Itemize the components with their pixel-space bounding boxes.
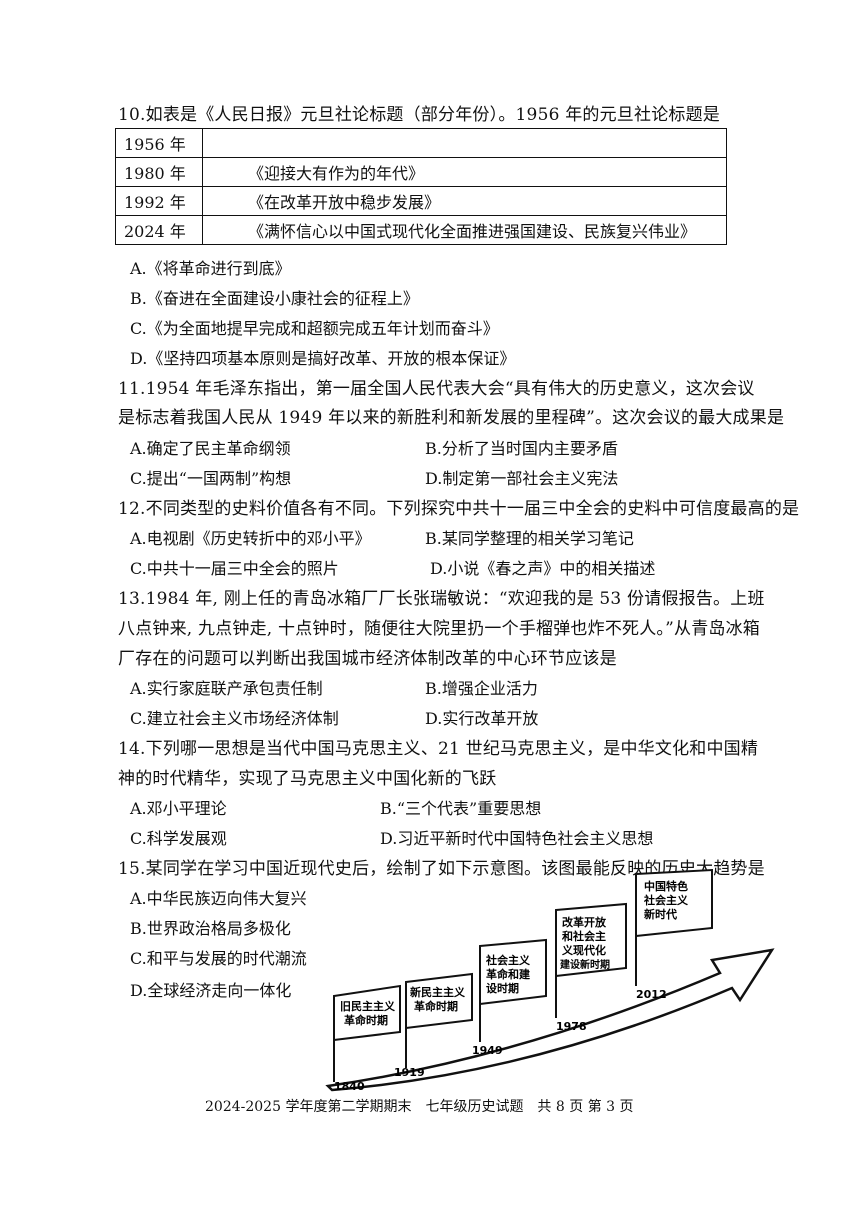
table-title-cell: 《迎接大有作为的年代》 (202, 157, 727, 187)
q11-stem-line2: 是标志着我国人民从 1949 年以来的新胜利和新发展的里程碑”。这次会议的最大成… (118, 408, 785, 428)
q12-option-d: D.小说《春之声》中的相关描述 (430, 559, 656, 578)
stage-label: 改革开放 (562, 915, 607, 929)
q10-stem: 10.如表是《人民日报》元旦社论标题（部分年份）。1956 年的元旦社论标题是 (118, 105, 721, 125)
year-label: 1978 (556, 1020, 587, 1033)
table-year-cell: 1992 年 (115, 186, 203, 216)
q14-stem-line1: 14.下列哪一思想是当代中国马克思主义、21 世纪马克思主义，是中华文化和中国精 (118, 739, 759, 759)
q12-stem: 12.不同类型的史料价值各有不同。下列探究中共十一届三中全会的史料中可信度最高的… (118, 499, 800, 519)
history-timeline-diagram: 旧民主主义 革命时期 1840 新民主主义 革命时期 1919 社会主义 革命和… (325, 868, 775, 1093)
stage-label: 革命时期 (344, 1013, 388, 1027)
stage-label: 旧民主主义 (340, 999, 396, 1013)
q13-option-a: A.实行家庭联产承包责任制 (130, 679, 323, 698)
stage-label: 中国特色 (644, 879, 688, 893)
q10-option-c: C.《为全面地提早完成和超额完成五年计划而奋斗》 (130, 319, 499, 338)
q10-table: 1956 年 1980 年 《迎接大有作为的年代》 1992 年 《在改革开放中… (115, 128, 727, 245)
stage-flag-5: 中国特色 社会主义 新时代 (635, 868, 713, 986)
stage-flag-4: 改革开放 和社会主 义现代化 建设新时期 (555, 902, 627, 1018)
stage-label: 革命和建 (486, 967, 531, 981)
table-row: 1956 年 (115, 128, 727, 158)
q14-option-b: B.“三个代表”重要思想 (380, 799, 542, 818)
stage-flag-2: 新民主主义 革命时期 (405, 972, 473, 1068)
page-footer: 2024-2025 学年度第二学期期末 七年级历史试题 共 8 页 第 3 页 (205, 1099, 634, 1115)
stage-label: 革命时期 (414, 999, 458, 1013)
table-title-cell: 《满怀信心以中国式现代化全面推进强国建设、民族复兴伟业》 (202, 215, 727, 245)
stage-label: 社会主义 (643, 893, 689, 907)
stage-label: 新民主主义 (410, 985, 466, 999)
trend-arrow (325, 948, 775, 1092)
q11-option-d: D.制定第一部社会主义宪法 (425, 469, 619, 488)
q15-option-a: A.中华民族迈向伟大复兴 (130, 889, 307, 908)
q11-stem-line1: 11.1954 年毛泽东指出，第一届全国人民代表大会“具有伟大的历史意义，这次会… (118, 379, 755, 399)
stage-flag-1: 旧民主主义 革命时期 (333, 984, 401, 1082)
q13-option-d: D.实行改革开放 (425, 709, 539, 728)
stage-label: 设时期 (486, 981, 519, 995)
stage-label: 新时代 (644, 907, 677, 921)
year-label: 1919 (394, 1066, 425, 1079)
table-row: 2024 年 《满怀信心以中国式现代化全面推进强国建设、民族复兴伟业》 (115, 215, 727, 245)
year-label: 1840 (334, 1080, 365, 1093)
q13-stem-line1: 13.1984 年, 刚上任的青岛冰箱厂厂长张瑞敏说：“欢迎我的是 53 份请假… (118, 589, 765, 609)
q14-option-c: C.科学发展观 (130, 829, 227, 848)
stage-label: 义现代化 (562, 943, 606, 957)
stage-label: 和社会主 (562, 929, 606, 943)
q12-option-b: B.某同学整理的相关学习笔记 (425, 529, 634, 548)
q13-stem-line2: 八点钟来, 九点钟走, 十点钟时，随便往大院里扔一个手榴弹也炸不死人。”从青岛冰… (118, 619, 761, 639)
q15-option-c: C.和平与发展的时代潮流 (130, 949, 307, 968)
q13-option-b: B.增强企业活力 (425, 679, 538, 698)
q15-stem: 15.某同学在学习中国近现代史后，绘制了如下示意图。该图最能反映的历史大趋势是 (118, 859, 765, 879)
table-row: 1980 年 《迎接大有作为的年代》 (115, 157, 727, 187)
q14-option-d: D.习近平新时代中国特色社会主义思想 (380, 829, 654, 848)
stage-flag-3: 社会主义 革命和建 设时期 (479, 938, 547, 1042)
year-label: 1949 (472, 1044, 503, 1057)
stage-label: 建设新时期 (559, 958, 610, 971)
table-year-cell: 2024 年 (115, 215, 203, 245)
q12-option-a: A.电视剧《历史转折中的邓小平》 (130, 529, 371, 548)
table-year-cell: 1980 年 (115, 157, 203, 187)
q14-stem-line2: 神的时代精华，实现了马克思主义中国化新的飞跃 (118, 769, 497, 789)
q15-option-b: B.世界政治格局多极化 (130, 919, 291, 938)
q10-option-a: A.《将革命进行到底》 (130, 259, 291, 278)
table-title-cell: 《在改革开放中稳步发展》 (202, 186, 727, 216)
table-title-cell (202, 128, 727, 158)
q11-option-c: C.提出“一国两制”构想 (130, 469, 292, 488)
q10-option-b: B.《奋进在全面建设小康社会的征程上》 (130, 289, 419, 308)
q11-option-b: B.分析了当时国内主要矛盾 (425, 439, 618, 458)
table-row: 1992 年 《在改革开放中稳步发展》 (115, 186, 727, 216)
q15-option-d: D.全球经济走向一体化 (130, 981, 292, 1000)
q11-option-a: A.确定了民主革命纲领 (130, 439, 291, 458)
year-label: 2012 (636, 988, 667, 1001)
q14-option-a: A.邓小平理论 (130, 799, 227, 818)
stage-label: 社会主义 (485, 953, 531, 967)
q13-stem-line3: 厂存在的问题可以判断出我国城市经济体制改革的中心环节应该是 (118, 649, 617, 669)
q10-option-d: D.《坚持四项基本原则是搞好改革、开放的根本保证》 (130, 349, 516, 368)
q12-option-c: C.中共十一届三中全会的照片 (130, 559, 339, 578)
q13-option-c: C.建立社会主义市场经济体制 (130, 709, 339, 728)
table-year-cell: 1956 年 (115, 128, 203, 158)
